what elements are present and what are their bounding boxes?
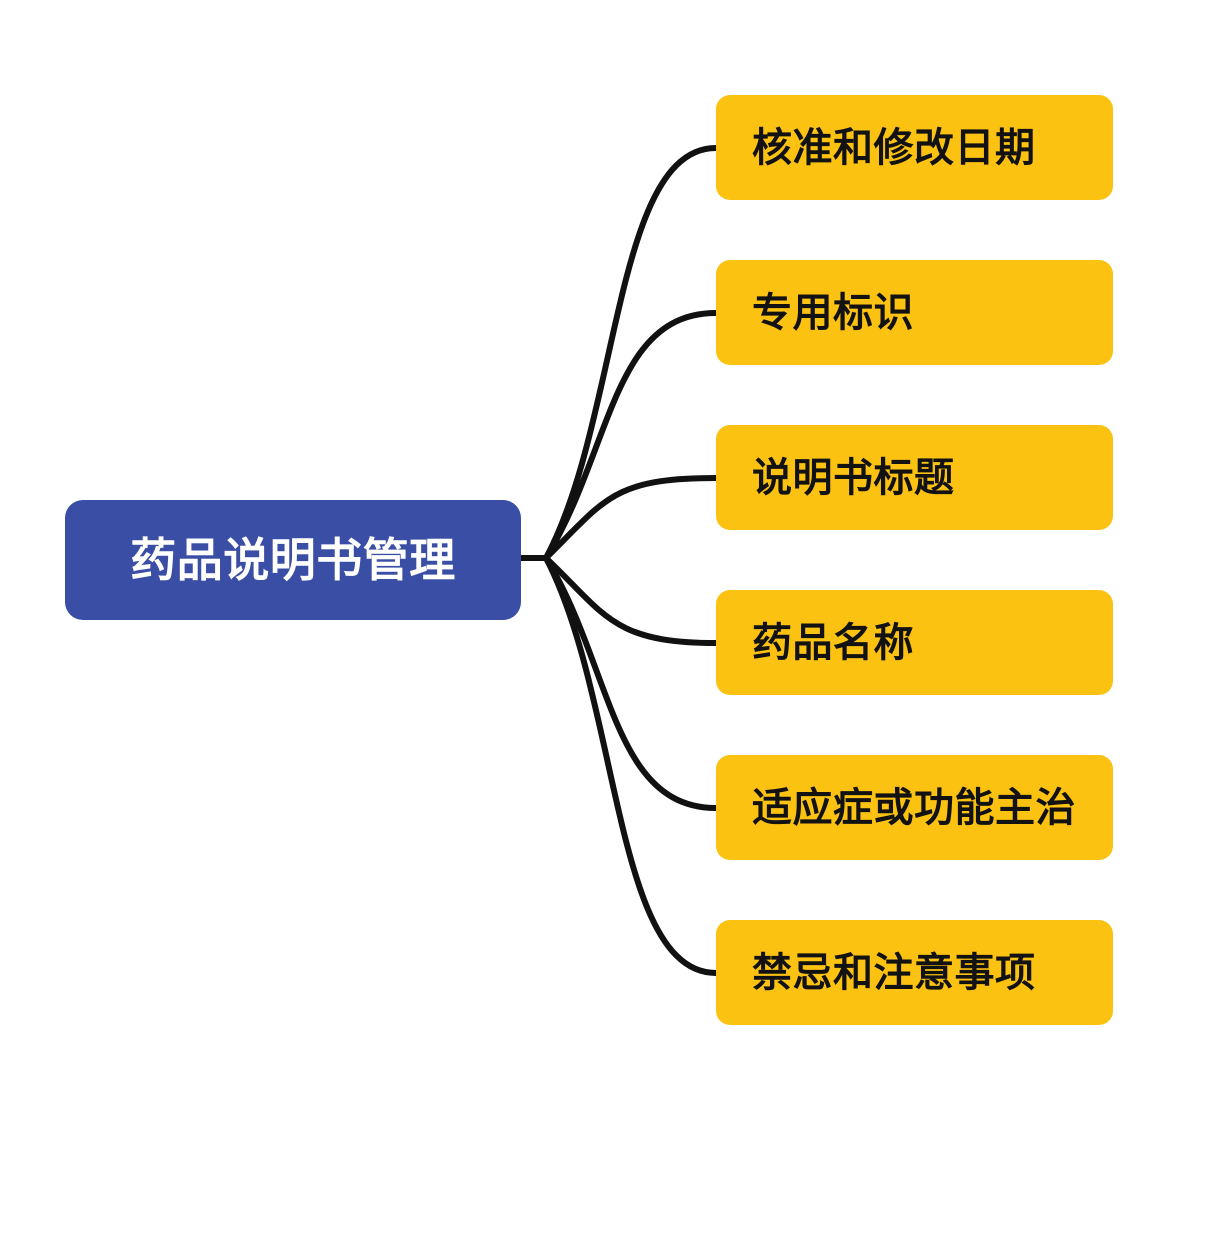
connector-branch-3	[543, 555, 719, 646]
connector-branch-0	[543, 145, 719, 561]
mindmap-branch-node-1[interactable]: 核准和修改日期	[716, 95, 1113, 200]
branch-node-label: 说明书标题	[752, 455, 955, 500]
branch-node-label: 专用标识	[752, 290, 914, 335]
connector-branch-5	[543, 555, 719, 976]
root-node-label: 药品说明书管理	[130, 534, 456, 586]
mindmap-branch-node-5[interactable]: 适应症或功能主治	[716, 755, 1113, 860]
connector-branch-2	[543, 475, 719, 561]
branch-node-label: 禁忌和注意事项	[752, 950, 1036, 995]
branch-node-label: 药品名称	[752, 620, 914, 665]
branch-node-label: 适应症或功能主治	[752, 785, 1076, 830]
connector-branch-4	[543, 555, 719, 811]
mindmap-branch-node-6[interactable]: 禁忌和注意事项	[716, 920, 1113, 1025]
connector-branch-1	[543, 310, 719, 561]
mindmap-branch-node-3[interactable]: 说明书标题	[716, 425, 1113, 530]
mindmap-branch-node-2[interactable]: 专用标识	[716, 260, 1113, 365]
mindmap-branch-node-4[interactable]: 药品名称	[716, 590, 1113, 695]
branch-node-label: 核准和修改日期	[752, 125, 1036, 170]
mindmap-root-node[interactable]: 药品说明书管理	[65, 500, 521, 620]
